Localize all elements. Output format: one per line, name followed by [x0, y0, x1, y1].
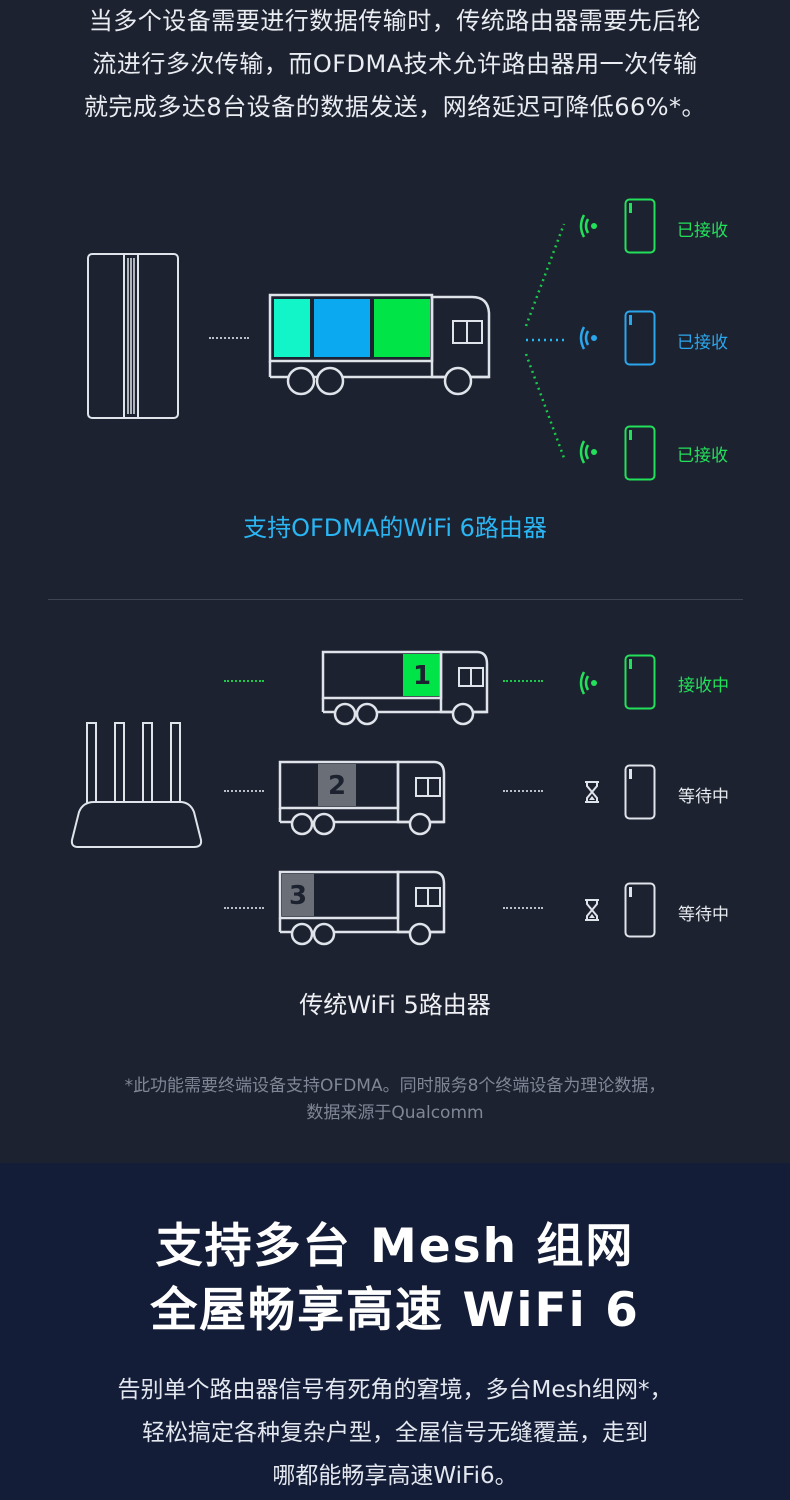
device-status: 接收中 [678, 676, 729, 696]
hourglass-icon [585, 781, 599, 803]
truck-icon-2 [278, 760, 446, 836]
truck-number: 3 [288, 881, 308, 911]
link-dots [224, 680, 264, 682]
signal-icon [579, 440, 597, 464]
phone-icon [624, 310, 656, 366]
ofdma-truck-icon [268, 293, 491, 396]
wifi5-caption: 传统WiFi 5路由器 [299, 991, 491, 1019]
footnote: *此功能需要终端设备支持OFDMA。同时服务8个终端设备为理论数据， 数据来源于… [0, 1073, 790, 1127]
cargo-blue [314, 299, 370, 357]
device-status: 已接收 [677, 333, 728, 353]
intro-paragraph: 当多个设备需要进行数据传输时，传统路由器需要先后轮 流进行多次传输，而OFDMA… [40, 0, 750, 129]
device-status: 等待中 [678, 905, 729, 925]
comparison-diagram: 已接收 已接收 已接收 支持OFDMA的WiFi 6路由器 [0, 198, 790, 1127]
mesh-description: 告别单个路由器信号有死角的窘境，多台Mesh组网*， 轻松搞定各种复杂户型，全屋… [0, 1369, 790, 1498]
ofdma-section: 当多个设备需要进行数据传输时，传统路由器需要先后轮 流进行多次传输，而OFDMA… [0, 0, 790, 1127]
signal-icon [579, 671, 597, 695]
truck-number: 1 [412, 661, 432, 691]
phone-icon [624, 764, 656, 820]
phone-icon [624, 198, 656, 254]
truck-icon-3 [278, 870, 446, 946]
mesh-title: 支持多台 Mesh 组网 全屋畅享高速 WiFi 6 [0, 1215, 790, 1343]
link-dots [224, 790, 264, 792]
footnote-line: 数据来源于Qualcomm [306, 1103, 484, 1123]
link-dots [503, 907, 543, 909]
signal-icon [579, 214, 597, 238]
signal-icon [579, 326, 597, 350]
link-dots [503, 680, 543, 682]
phone-icon [624, 882, 656, 938]
mesh-section: 支持多台 Mesh 组网 全屋畅享高速 WiFi 6 告别单个路由器信号有死角的… [0, 1163, 790, 1500]
link-dots [224, 907, 264, 909]
intro-line: 就完成多达8台设备的数据发送，网络延迟可降低66%*。 [83, 93, 707, 121]
phone-icon [624, 425, 656, 481]
link-dots [209, 337, 249, 339]
wifi5-router-icon [70, 722, 203, 848]
section-divider [48, 599, 743, 600]
cargo-cyan [274, 299, 310, 357]
tower-router-icon [87, 253, 179, 419]
truck-number: 2 [327, 771, 347, 801]
ofdma-caption: 支持OFDMA的WiFi 6路由器 [243, 514, 547, 542]
branch-lines [524, 223, 566, 459]
device-status: 已接收 [677, 221, 728, 241]
mesh-title-line: 支持多台 Mesh 组网 [155, 1219, 635, 1274]
footnote-line: *此功能需要终端设备支持OFDMA。同时服务8个终端设备为理论数据， [124, 1076, 666, 1096]
hourglass-icon [585, 899, 599, 921]
intro-line: 当多个设备需要进行数据传输时，传统路由器需要先后轮 [88, 7, 702, 35]
mesh-desc-line: 哪都能畅享高速WiFi6。 [272, 1463, 518, 1489]
cargo-green [374, 299, 430, 357]
mesh-title-line: 全屋畅享高速 WiFi 6 [150, 1283, 640, 1338]
phone-icon [624, 654, 656, 710]
device-status: 等待中 [678, 787, 729, 807]
mesh-desc-line: 告别单个路由器信号有死角的窘境，多台Mesh组网*， [117, 1377, 673, 1403]
truck-icon-1 [321, 650, 489, 726]
device-status: 已接收 [677, 446, 728, 466]
mesh-desc-line: 轻松搞定各种复杂户型，全屋信号无缝覆盖，走到 [142, 1420, 648, 1446]
link-dots [503, 790, 543, 792]
intro-line: 流进行多次传输，而OFDMA技术允许路由器用一次传输 [92, 50, 698, 78]
